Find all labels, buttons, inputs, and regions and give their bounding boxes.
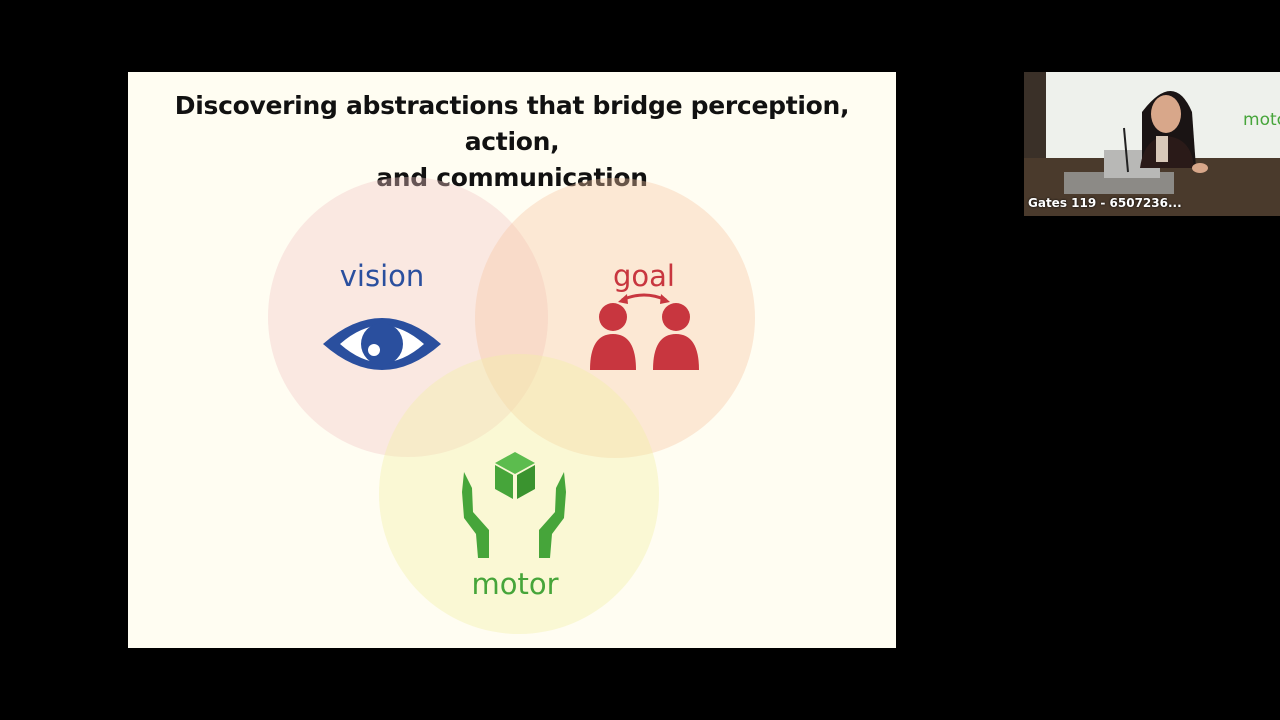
venn-diagram: vision goal (268, 177, 755, 634)
projector-screen-text: motc (1243, 110, 1280, 130)
slide-title-line-2: and communication (376, 163, 648, 192)
participant-video-tile[interactable]: motc Gates 119 - 6507236... (1024, 72, 1280, 216)
hands-holding-cube-icon (462, 452, 566, 558)
vision-label: vision (340, 259, 425, 293)
two-people-exchange-icon (590, 293, 699, 370)
eye-icon (323, 318, 441, 370)
speaker-figure (1024, 91, 1280, 216)
slide-title: Discovering abstractions that bridge per… (128, 88, 896, 196)
goal-label: goal (613, 259, 675, 293)
motor-label: motor (471, 567, 558, 601)
participant-name-label: Gates 119 - 6507236... (1028, 196, 1182, 210)
shared-slide: Discovering abstractions that bridge per… (128, 72, 896, 648)
slide-title-line-1: Discovering abstractions that bridge per… (174, 91, 850, 156)
vision-circle (268, 177, 548, 457)
